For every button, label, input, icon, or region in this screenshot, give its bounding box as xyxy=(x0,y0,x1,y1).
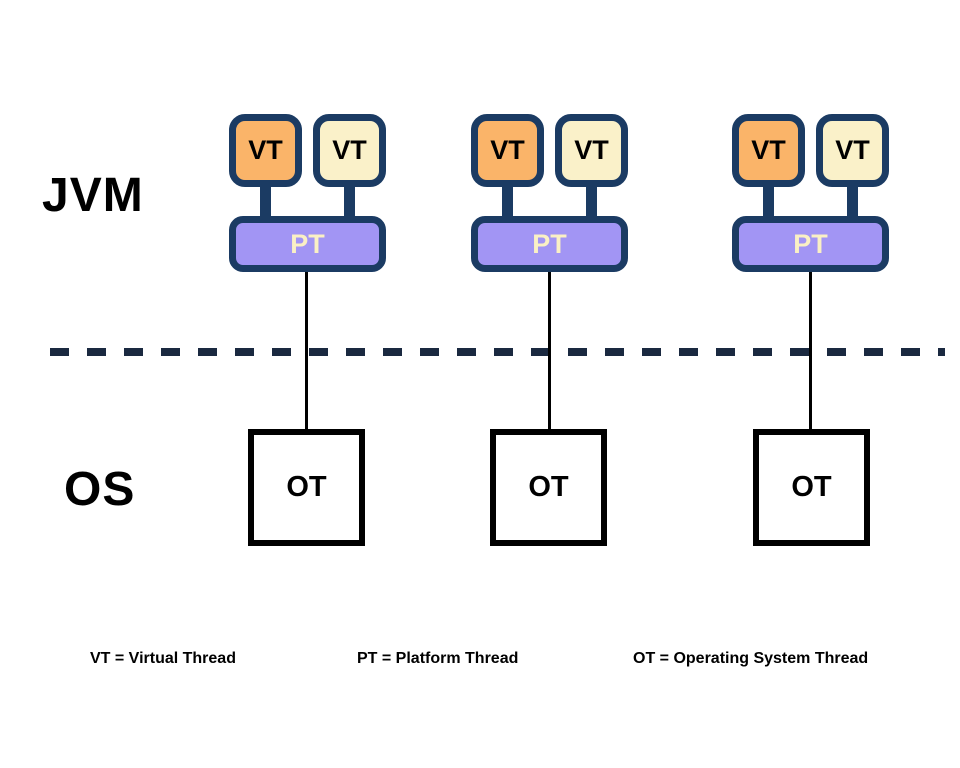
platform-thread-box: PT xyxy=(732,216,889,272)
virtual-thread-box: VT xyxy=(555,114,628,187)
vt-pt-connector xyxy=(763,184,774,220)
vt-pt-connector xyxy=(344,184,355,220)
os-thread-box: OT xyxy=(753,429,870,546)
platform-thread-box: PT xyxy=(471,216,628,272)
thread-group-2: VT VT PT xyxy=(471,114,628,272)
vt-pt-connector xyxy=(586,184,597,220)
platform-thread-box: PT xyxy=(229,216,386,272)
legend-os-thread: OT = Operating System Thread xyxy=(633,650,869,667)
pt-ot-connector-line xyxy=(809,272,812,429)
virtual-thread-box: VT xyxy=(732,114,805,187)
virtual-thread-box: VT xyxy=(229,114,302,187)
legend-virtual-thread: VT = Virtual Thread xyxy=(90,650,236,667)
vt-pt-connector xyxy=(502,184,513,220)
os-thread-box: OT xyxy=(490,429,607,546)
jvm-section-label: JVM xyxy=(42,169,144,222)
vt-pt-connector xyxy=(260,184,271,220)
virtual-thread-box: VT xyxy=(471,114,544,187)
virtual-thread-box: VT xyxy=(313,114,386,187)
os-section-label: OS xyxy=(64,463,136,516)
jvm-os-boundary-dashed-line xyxy=(50,348,945,356)
pt-ot-connector-line xyxy=(305,272,308,429)
thread-group-3: VT VT PT xyxy=(732,114,889,272)
virtual-thread-box: VT xyxy=(816,114,889,187)
vt-pt-connector xyxy=(847,184,858,220)
os-thread-box: OT xyxy=(248,429,365,546)
thread-group-1: VT VT PT xyxy=(229,114,386,272)
pt-ot-connector-line xyxy=(548,272,551,429)
legend-platform-thread: PT = Platform Thread xyxy=(357,650,519,667)
